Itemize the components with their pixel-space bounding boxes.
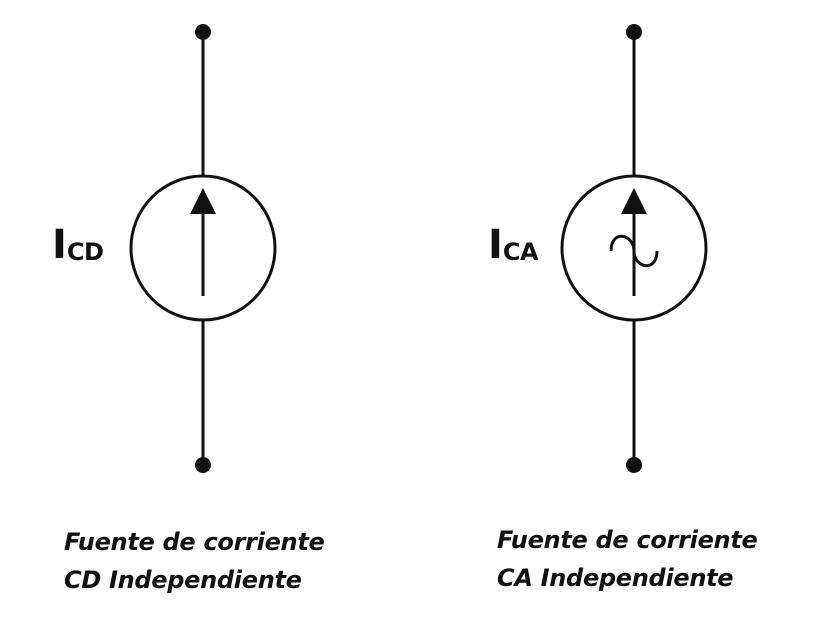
ac-label-subscript: CA — [502, 238, 539, 266]
ac-bottom-terminal — [626, 457, 642, 473]
ac-caption: Fuente de corriente CA Independiente — [497, 521, 758, 597]
dc-label-subscript: CD — [66, 238, 104, 266]
dc-caption-line2: CD Independiente — [64, 566, 302, 594]
ac-arrow-head-icon — [621, 188, 647, 214]
dc-current-source — [129, 24, 277, 473]
ac-caption-line2: CA Independiente — [497, 564, 734, 592]
sine-wave-icon — [609, 234, 659, 268]
dc-source-label: ICD — [52, 222, 104, 268]
ac-source-label: ICA — [488, 222, 539, 268]
dc-arrow-head-icon — [190, 188, 216, 214]
dc-caption: Fuente de corriente CD Independiente — [64, 523, 325, 599]
ac-label-main: I — [488, 222, 503, 268]
dc-caption-line1: Fuente de corriente — [64, 528, 325, 556]
ac-caption-line1: Fuente de corriente — [497, 526, 758, 554]
ac-current-source — [560, 24, 708, 473]
dc-label-main: I — [52, 222, 67, 268]
dc-bottom-terminal — [195, 457, 211, 473]
